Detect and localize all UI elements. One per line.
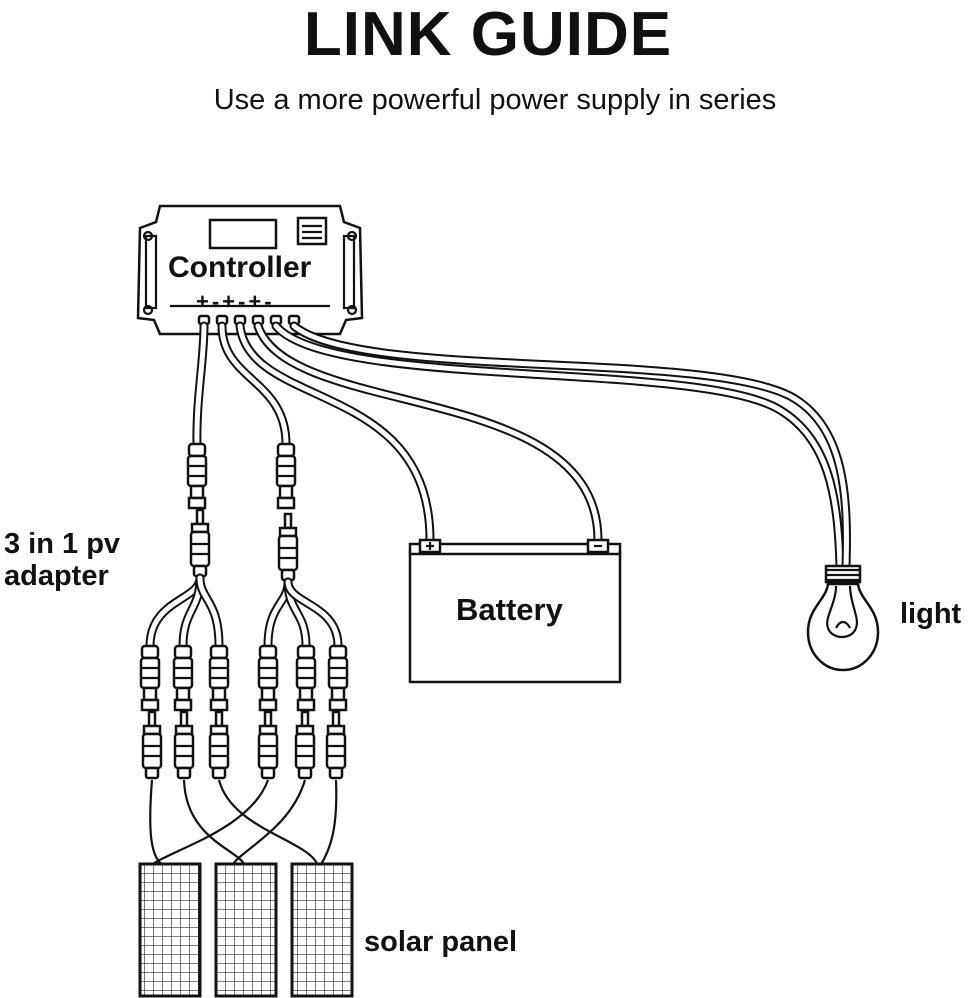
page-title: LINK GUIDE <box>303 0 673 69</box>
terminal-polarity-label: +-+-+- <box>196 289 275 314</box>
solar-panel-2 <box>214 862 278 998</box>
controller-terminals <box>197 314 301 326</box>
pv-adapter-label: 3 in 1 pv adapter <box>4 528 121 592</box>
branch-connectors <box>139 644 349 780</box>
solar-panels <box>138 862 354 998</box>
controller-label: Controller <box>168 251 312 284</box>
panel-wires <box>149 779 338 868</box>
controller-wires <box>192 321 851 571</box>
battery-label: Battery <box>456 592 563 627</box>
page-subtitle: Use a more powerful power supply in seri… <box>213 84 777 116</box>
solar-panel-1 <box>138 862 202 998</box>
controller-display <box>208 218 278 250</box>
solar-panel-3 <box>290 862 354 998</box>
pv-adapter-right <box>263 442 343 651</box>
solar-panel-label: solar panel <box>364 926 518 958</box>
controller-unit <box>136 204 364 336</box>
pv-adapter-left <box>145 442 224 651</box>
light-label: light <box>900 598 962 630</box>
battery <box>408 538 622 684</box>
light-bulb-icon <box>806 564 880 672</box>
